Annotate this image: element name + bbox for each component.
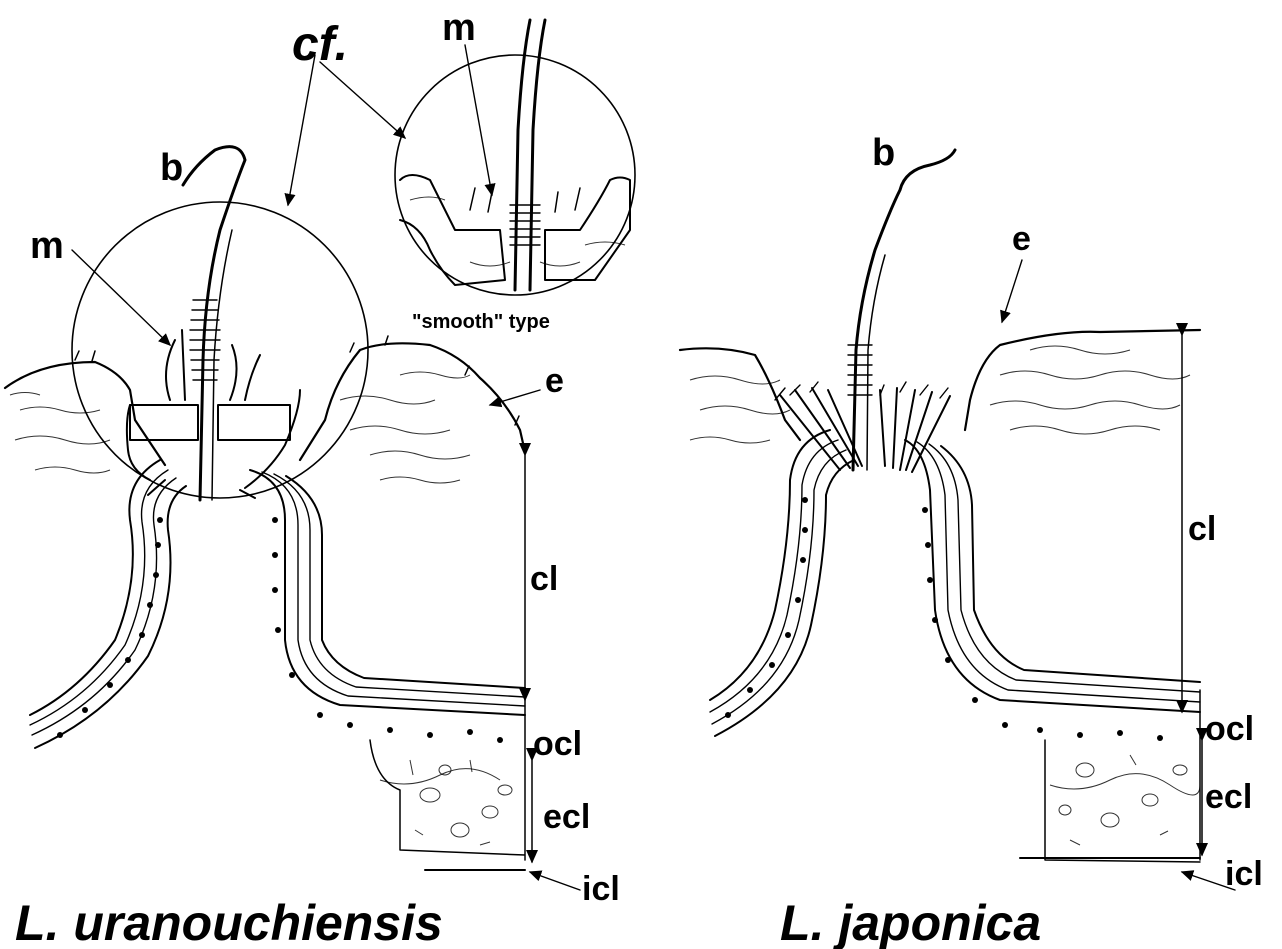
inset-label-m: m [442,7,476,49]
inset: cf. m "smooth" type [292,7,635,333]
right-label-cl: cl [1188,510,1216,548]
left-label-icl: icl [582,870,620,908]
right-title: L. japonica [780,895,1041,949]
left-bristle [183,147,245,500]
right-connective-tissue [1020,690,1200,862]
left-label-m: m [30,225,64,267]
inset-cf-label: cf. [292,18,348,71]
left-label-e: e [545,362,564,400]
left-collar-layers [30,460,525,748]
right-bristle [848,150,955,470]
left-label-ocl: ocl [533,725,582,763]
left-label-b: b [160,147,183,189]
left-label-cl: cl [530,560,558,598]
right-label-ocl: ocl [1205,710,1254,748]
right-label-b: b [872,132,895,174]
left-pointers [72,55,580,890]
left-connective-tissue [370,700,525,870]
right-epidermis [680,330,1200,443]
right-cl-measure [1182,335,1202,855]
inset-caption: "smooth" type [412,311,550,333]
left-label-ecl: ecl [543,798,590,836]
left-figure: b m e cl ocl ecl icl L. uranouchiensis [5,55,620,949]
right-label-ecl: ecl [1205,778,1252,816]
right-collar-layers [710,430,1200,741]
right-figure: b e cl ocl ecl icl L. japonica [680,132,1263,949]
left-title: L. uranouchiensis [15,895,443,949]
right-label-e: e [1012,220,1031,258]
right-label-icl: icl [1225,855,1263,893]
left-epidermis [5,336,525,483]
left-cl-measure [525,455,532,862]
